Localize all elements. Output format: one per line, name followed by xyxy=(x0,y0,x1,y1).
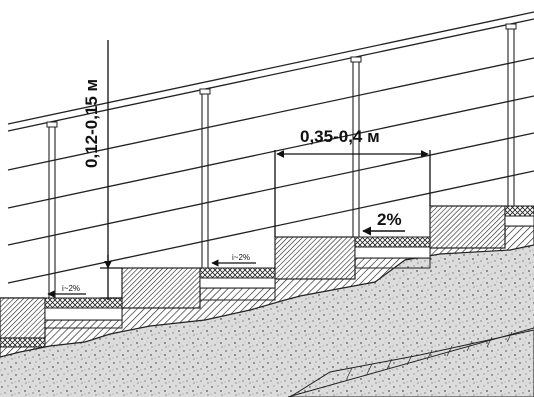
slope-label-large: 2% xyxy=(377,210,402,229)
handrail-cables xyxy=(7,57,534,284)
sand-layer-2 xyxy=(199,277,276,289)
sand-layer-1 xyxy=(44,307,123,321)
paving-slab-1 xyxy=(44,297,123,309)
step-block-2 xyxy=(121,267,201,309)
sand-layer-3 xyxy=(354,246,431,259)
paving-slab-4 xyxy=(504,205,534,217)
tread-width-dimension xyxy=(274,150,431,237)
slope-label-small-1: i~2% xyxy=(62,284,80,293)
step-block-1 xyxy=(0,297,46,339)
paving-slab-2 xyxy=(199,267,276,279)
sand-layer-4 xyxy=(504,215,534,227)
riser-height-label: 0,12-0,15 м xyxy=(82,79,101,168)
tread-width-label: 0,35-0,4 м xyxy=(300,127,380,146)
step-block-3 xyxy=(274,236,356,280)
riser-height-dimension xyxy=(100,40,122,300)
handrail-top-rail xyxy=(7,11,534,132)
paving-slab-0 xyxy=(0,337,46,348)
gravel-base xyxy=(0,236,534,397)
handrail-posts xyxy=(48,26,515,298)
paving-slab-3 xyxy=(354,236,431,248)
slope-label-small-2: i~2% xyxy=(232,253,250,262)
soil-ticks xyxy=(346,331,513,379)
step-block-4 xyxy=(429,205,506,249)
soil-slope xyxy=(289,329,534,397)
